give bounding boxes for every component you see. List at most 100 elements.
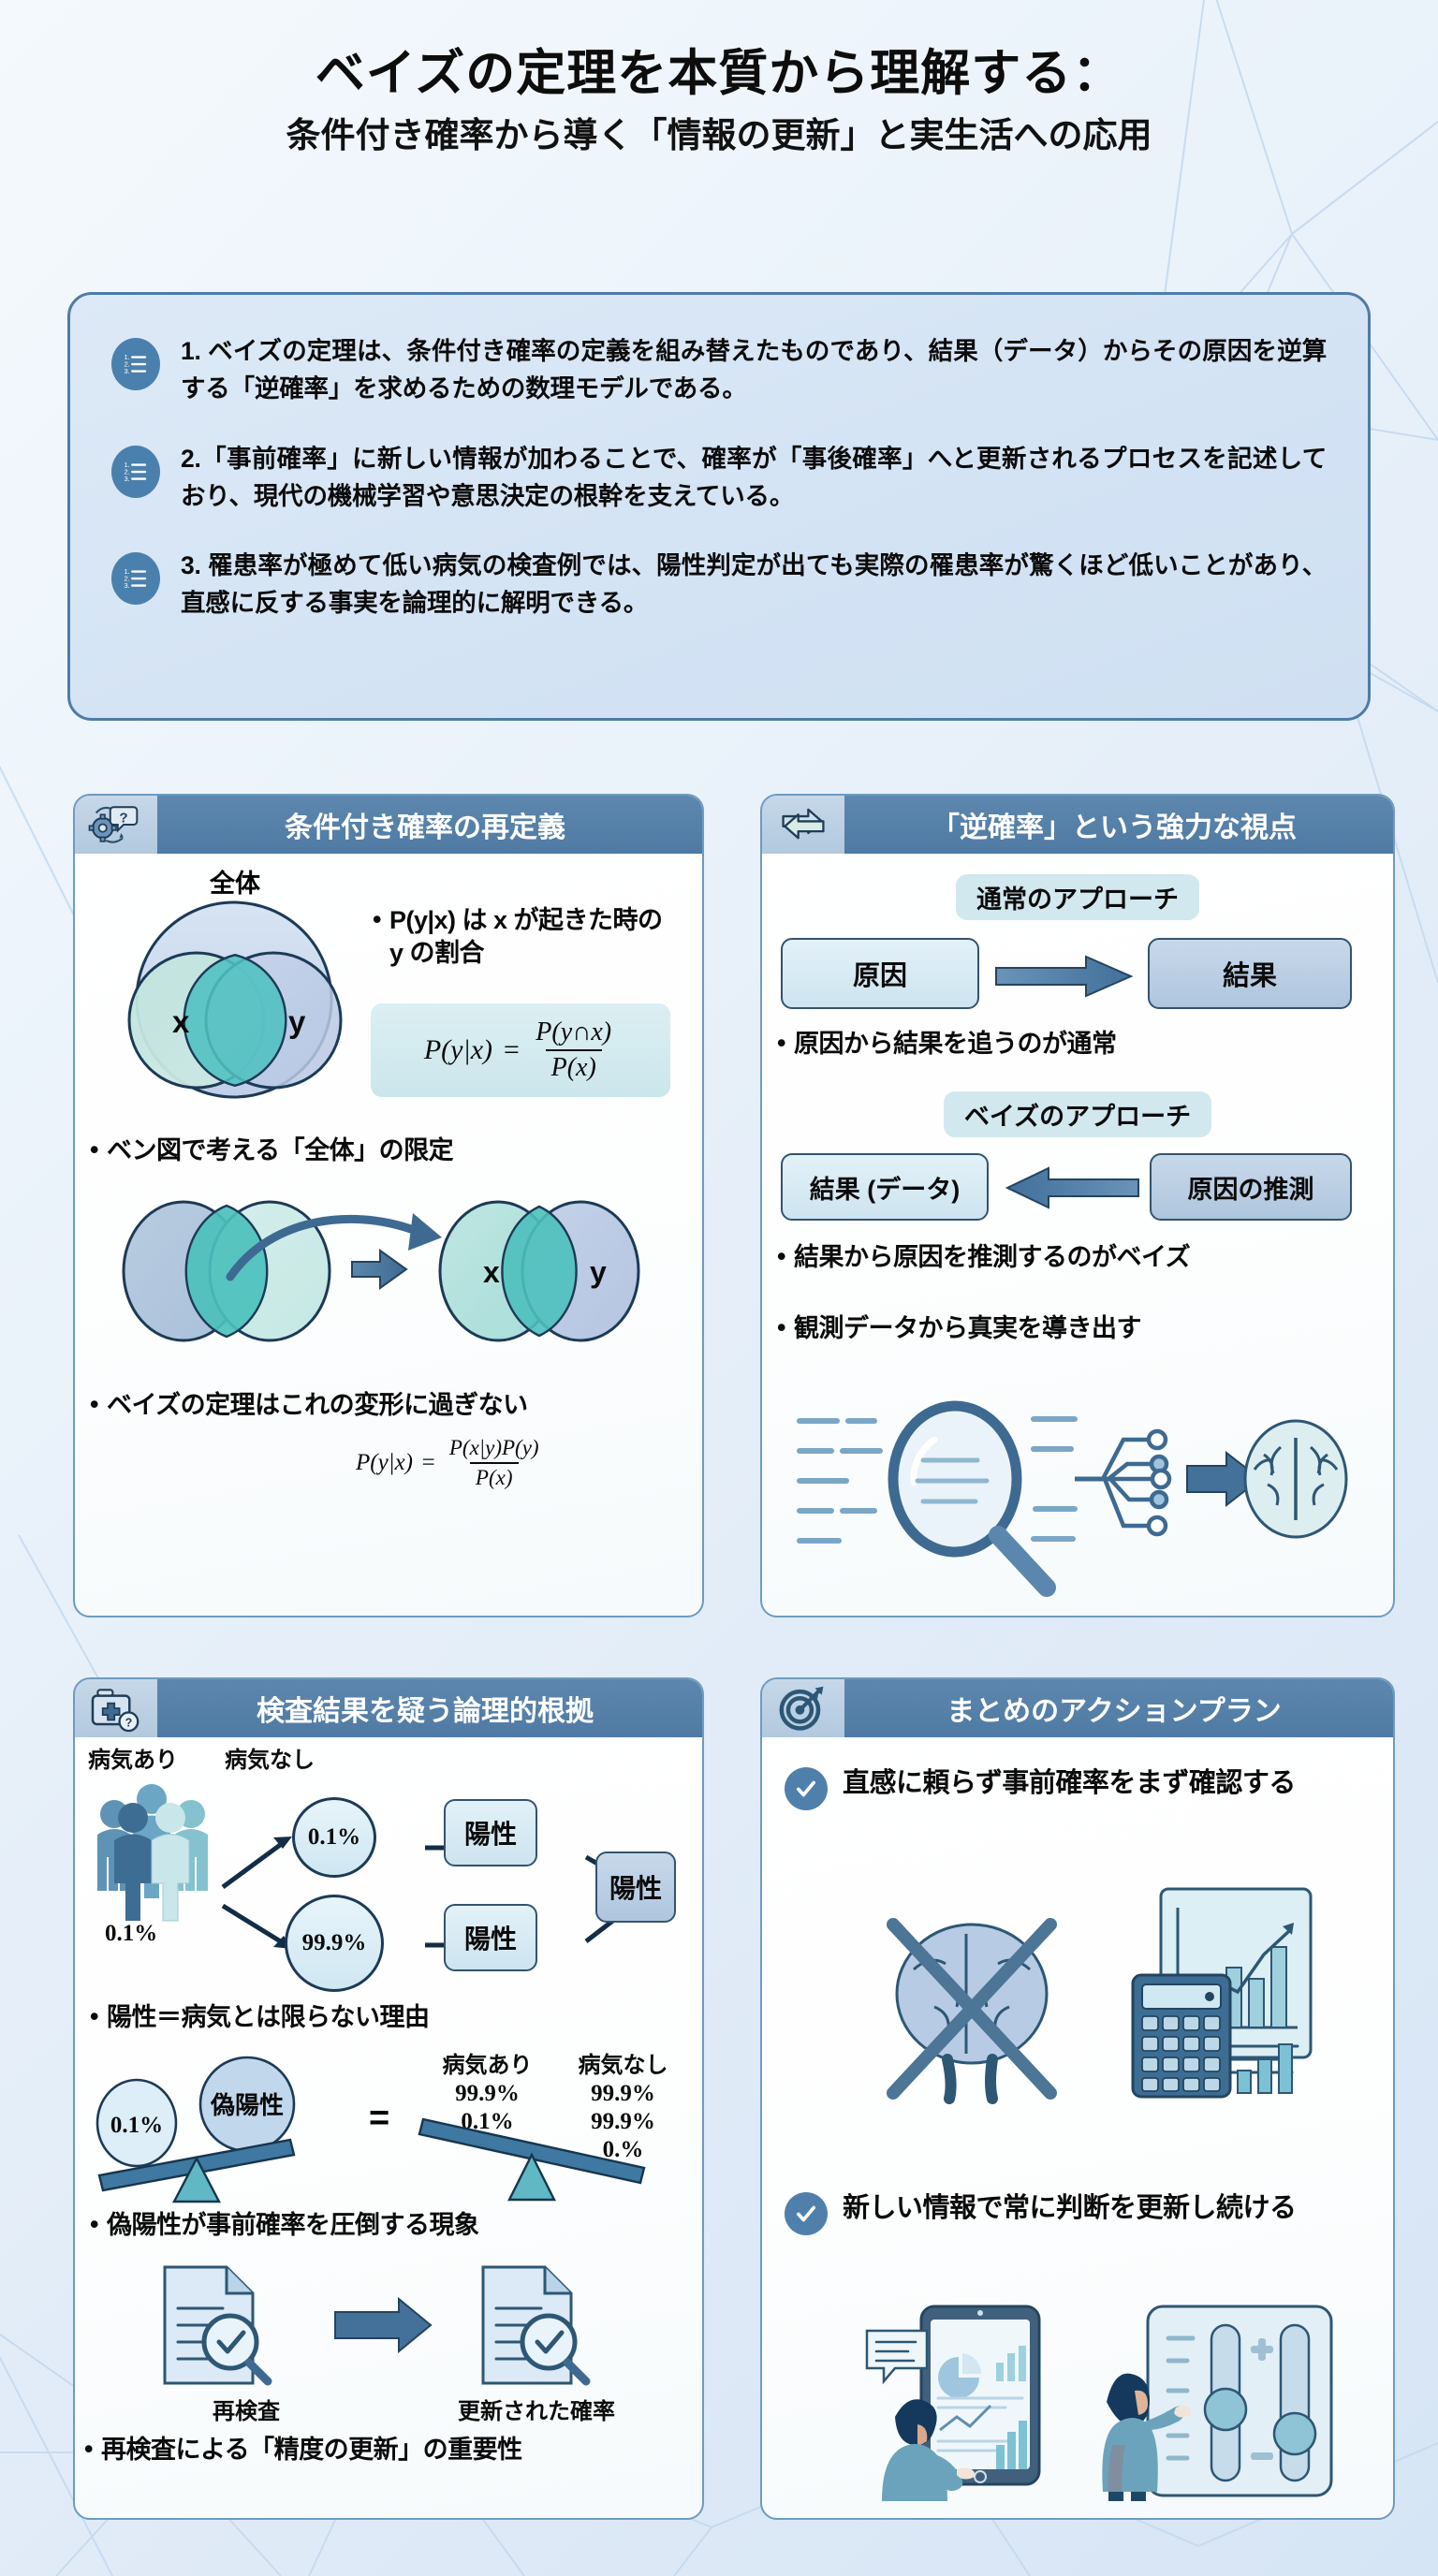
svg-text:?: ? <box>125 1717 133 1730</box>
bullet-text: 観測データから真実を導き出す <box>793 1314 1142 1342</box>
bayes-approach-pill: ベイズのアプローチ <box>943 1091 1212 1137</box>
swap-arrows-icon <box>762 796 844 854</box>
svg-text:2.: 2. <box>125 575 130 583</box>
list-numbered-icon: 1.2.3. <box>111 445 160 498</box>
svg-text:3.: 3. <box>125 475 130 483</box>
svg-text:?: ? <box>119 810 127 826</box>
arrow-right-icon <box>995 955 1134 998</box>
svg-text:3.: 3. <box>125 367 130 375</box>
brain-crossed-calculator-illustration <box>887 1887 1313 2104</box>
scale-left: 0.1% 偽陽性 <box>95 2056 296 2203</box>
bullet-item: • 再検査による「精度の更新」の重要性 <box>84 2434 693 2466</box>
card-title: まとめのアクションプラン <box>946 1696 1282 1727</box>
formula-bayes-theorem: P(y|x) = P(x|y)P(y) P(x) <box>356 1436 539 1489</box>
card-header: まとめのアクションプラン <box>762 1679 1393 1737</box>
summary-item: 1.2.3. 2.「事前確率」に新しい情報が加わることで、確率が「事後確率」へと… <box>111 440 1327 516</box>
data-lines-left <box>797 1418 883 1544</box>
scale-col-header-diseased: 病気あり <box>442 2053 533 2078</box>
card-header: 「逆確率」という強力な視点 <box>762 796 1393 854</box>
normal-approach-pill-wrap: 通常のアプローチ <box>762 874 1393 920</box>
bullet-text: 結果から原因を推測するのがベイズ <box>793 1243 1191 1271</box>
venn-diagram-caption: 全体 <box>210 870 260 898</box>
medical-kit-question-icon: ? <box>75 1679 157 1737</box>
node-probability-top: 0.1% <box>292 1797 376 1878</box>
node-probability-bottom: 99.9% <box>285 1895 384 1992</box>
node-positive-top: 陽性 <box>444 1799 537 1866</box>
venn2-left-label: x <box>483 1255 500 1289</box>
bullet-item: • 原因から結果を追うのが通常 <box>777 1028 1367 1061</box>
bullet-text: 偽陽性が事前確率を圧倒する現象 <box>106 2211 479 2239</box>
card-action-plan: まとめのアクションプラン 直感に頼らず事前確率をまず確認する <box>760 1677 1395 2520</box>
summary-item-text: 2.「事前確率」に新しい情報が加わることで、確率が「事後確率」へと更新されるプロ… <box>181 444 1327 510</box>
check-circle-icon <box>785 1767 828 1810</box>
target-arrow-icon <box>762 1679 844 1737</box>
people-group-icon <box>97 1784 208 1922</box>
list-numbered-icon: 1.2.3. <box>111 338 160 390</box>
scale-cell: 99.9% <box>455 2081 520 2106</box>
svg-text:1.: 1. <box>125 461 130 469</box>
data-lines-right <box>1031 1416 1078 1542</box>
scale-equals-sign: = <box>369 2099 390 2138</box>
svg-text:1.: 1. <box>125 567 130 576</box>
formula-conditional-definition: P(y|x) = P(y∩x) P(x) <box>371 1003 670 1097</box>
bullet-text: 原因から結果を追うのが通常 <box>793 1030 1117 1058</box>
document-check-icon-right <box>481 2265 591 2386</box>
title-main: ベイズの定理を本質から理解する： <box>315 46 1123 101</box>
list-numbered-icon: 1.2.3. <box>111 552 160 606</box>
card-inverse-probability: 「逆確率」という強力な視点 通常のアプローチ 原因 結果 • 原因から結果を追う… <box>760 794 1395 1617</box>
bullet-item: • ベイズの定理はこれの変形に過ぎない <box>90 1389 689 1422</box>
retest-update-illustration <box>163 2265 591 2386</box>
group-label-healthy: 病気なし <box>225 1748 315 1773</box>
svg-text:3.: 3. <box>125 581 130 590</box>
arrow-right-icon <box>1186 1450 1262 1508</box>
bullet-item: • P(y|x) は x が起きた時の y の割合 <box>373 904 668 970</box>
action-item: 直感に頼らず事前確率をまず確認する <box>785 1765 1309 1810</box>
svg-text:y: y <box>288 1004 306 1039</box>
scale-left-weight-label: 0.1% <box>110 2113 163 2138</box>
bullet-item: • 偽陽性が事前確率を圧倒する現象 <box>90 2209 689 2242</box>
page-title: ベイズの定理を本質から理解する： 条件付き確率から導く「情報の更新」と実生活への… <box>0 45 1438 156</box>
svg-text:2.: 2. <box>125 360 130 369</box>
node-cause: 原因 <box>781 938 979 1009</box>
card-title: 「逆確率」という強力な視点 <box>932 812 1297 843</box>
brain-icon <box>1243 1419 1348 1539</box>
card-test-result-doubt: ? 検査結果を疑う論理的根拠 病気あり 病気なし 0.1% <box>73 1677 704 2520</box>
person-tablet-icon <box>865 2305 1041 2501</box>
card-conditional-probability: ? 条件付き確率の再定義 全体 <box>73 794 704 1617</box>
bullet-text: ベイズの定理はこれの変形に過ぎない <box>106 1391 528 1419</box>
scale-right <box>418 2117 646 2202</box>
scale-cell: 0.% <box>602 2137 644 2162</box>
summary-item-text: 3. 罹患率が極めて低い病気の検査例では、陽性判定が出ても実際の罹患率が驚くほど… <box>181 551 1327 618</box>
false-positive-scale-section: 0.1% 偽陽性 = 病気あり 病気なし 99.9% 99.9% 0.1% <box>90 2046 691 2205</box>
scale-col-header-healthy: 病気なし <box>578 2053 668 2078</box>
document-check-icon-left <box>163 2265 272 2386</box>
bullet-text: 再検査による「精度の更新」の重要性 <box>100 2436 522 2464</box>
normal-approach-pill: 通常のアプローチ <box>956 874 1199 920</box>
node-positive-final: 陽性 <box>595 1852 676 1923</box>
bullet-text: ベン図で考える「全体」の限定 <box>106 1136 454 1164</box>
bullet-item: • 結果から原因を推測するのがベイズ <box>777 1241 1376 1274</box>
people-data-update-illustration <box>865 2305 1333 2501</box>
summary-item-text: 1. ベイズの定理は、条件付き確率の定義を組み替えたものであり、結果（データ）か… <box>181 337 1327 403</box>
bullet-text: P(y|x) は x が起きた時の y の割合 <box>389 906 663 968</box>
venn2-right-label: y <box>590 1255 607 1289</box>
card-title: 検査結果を疑う論理的根拠 <box>257 1696 594 1727</box>
magnifier-data-brain-illustration <box>797 1400 1348 1597</box>
action-item-text: 直感に頼らず事前確率をまず確認する <box>843 1768 1296 1798</box>
venn-transformation-diagram: x y <box>122 1200 640 1342</box>
brain-crossed-icon <box>887 1918 1057 2104</box>
svg-text:1.: 1. <box>125 353 130 361</box>
bullet-item: • 陽性＝病気とは限らない理由 <box>90 2001 689 2034</box>
scale-right-weight-label: 偽陽性 <box>210 2091 284 2119</box>
action-item: 新しい情報で常に判断を更新し続ける <box>785 2190 1328 2235</box>
bayes-approach-pill-wrap: ベイズのアプローチ <box>762 1091 1393 1137</box>
action-item-text: 新しい情報で常に判断を更新し続ける <box>843 2193 1297 2223</box>
node-result-data: 結果 (データ) <box>781 1153 989 1221</box>
population-prevalence: 0.1% <box>105 1921 158 1946</box>
gear-question-icon: ? <box>75 796 157 854</box>
circuit-nodes-icon <box>1075 1428 1172 1537</box>
card-header: ? 検査結果を疑う論理的根拠 <box>75 1679 702 1737</box>
bullet-text: 陽性＝病気とは限らない理由 <box>106 2003 430 2031</box>
node-positive-bottom: 陽性 <box>444 1904 537 1971</box>
svg-text:x: x <box>172 1004 190 1039</box>
